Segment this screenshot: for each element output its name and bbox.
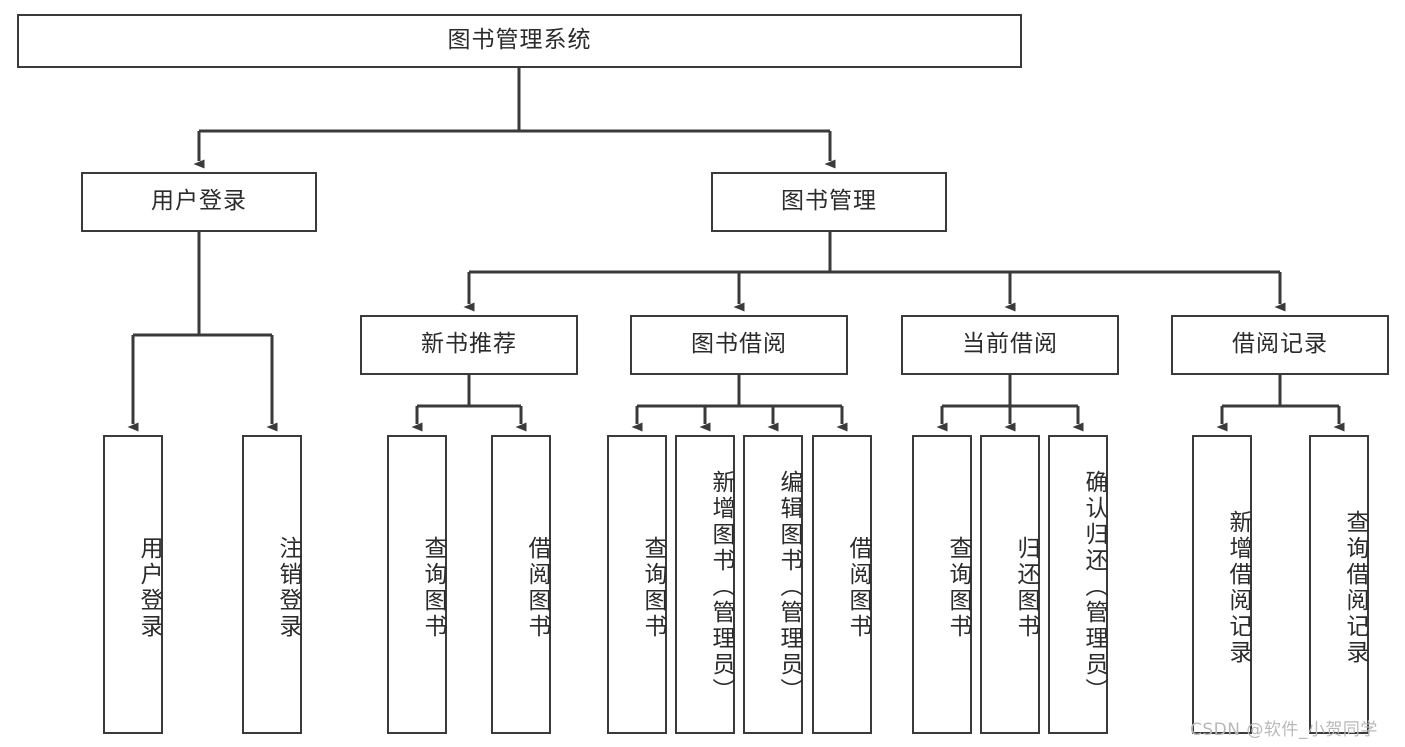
leaf-user-login-login[interactable]: 用户登录 [103,435,163,734]
leaf-current-borrow-query-book[interactable]: 查询图书 [912,435,972,734]
leaf-book-borrow-borrow-book[interactable]: 借阅图书 [812,435,872,734]
leaf-user-login-logout[interactable]: 注销登录 [242,435,302,734]
node-label: 用户登录 [136,535,162,640]
node-label: 借阅图书 [524,535,550,640]
node-label: 查询图书 [420,535,446,640]
node-label: 图书管理系统 [447,27,592,54]
leaf-current-borrow-confirm-return-admin[interactable]: 确认归还（管理员） [1048,435,1108,734]
node-label: 注销登录 [275,535,301,640]
leaf-borrow-record-query-record[interactable]: 查询借阅记录 [1309,435,1369,734]
node-label: 图书管理 [781,188,877,215]
leaf-current-borrow-return-book[interactable]: 归还图书 [980,435,1040,734]
node-root-system[interactable]: 图书管理系统 [17,14,1022,68]
node-current-borrow[interactable]: 当前借阅 [901,315,1119,375]
node-label: 确认归还（管理员） [1081,470,1107,704]
leaf-new-book-borrow-book[interactable]: 借阅图书 [491,435,551,734]
leaf-borrow-record-add-record[interactable]: 新增借阅记录 [1192,435,1252,734]
node-label: 借阅记录 [1232,331,1328,358]
leaf-book-borrow-edit-book-admin[interactable]: 编辑图书（管理员） [743,435,803,734]
node-label: 新书推荐 [421,331,517,358]
node-label: 借阅图书 [845,535,871,640]
node-new-book-recommend[interactable]: 新书推荐 [360,315,578,375]
node-label: 编辑图书（管理员） [776,470,802,704]
leaf-new-book-query-book[interactable]: 查询图书 [387,435,447,734]
node-user-login[interactable]: 用户登录 [81,172,317,232]
node-label: 新增借阅记录 [1225,509,1251,666]
leaf-book-borrow-add-book-admin[interactable]: 新增图书（管理员） [675,435,735,734]
node-label: 归还图书 [1013,535,1039,640]
node-book-management[interactable]: 图书管理 [711,172,947,232]
csdn-watermark: CSDN @软件_小贺同学 [1190,720,1378,740]
node-label: 当前借阅 [962,331,1058,358]
node-label: 查询图书 [945,535,971,640]
node-label: 用户登录 [151,188,247,215]
node-borrow-record[interactable]: 借阅记录 [1171,315,1389,375]
node-label: 图书借阅 [691,331,787,358]
node-label: 新增图书（管理员） [708,470,734,704]
node-label: 查询图书 [640,535,666,640]
node-book-borrow[interactable]: 图书借阅 [630,315,848,375]
leaf-book-borrow-query-book[interactable]: 查询图书 [607,435,667,734]
node-label: 查询借阅记录 [1342,509,1368,666]
